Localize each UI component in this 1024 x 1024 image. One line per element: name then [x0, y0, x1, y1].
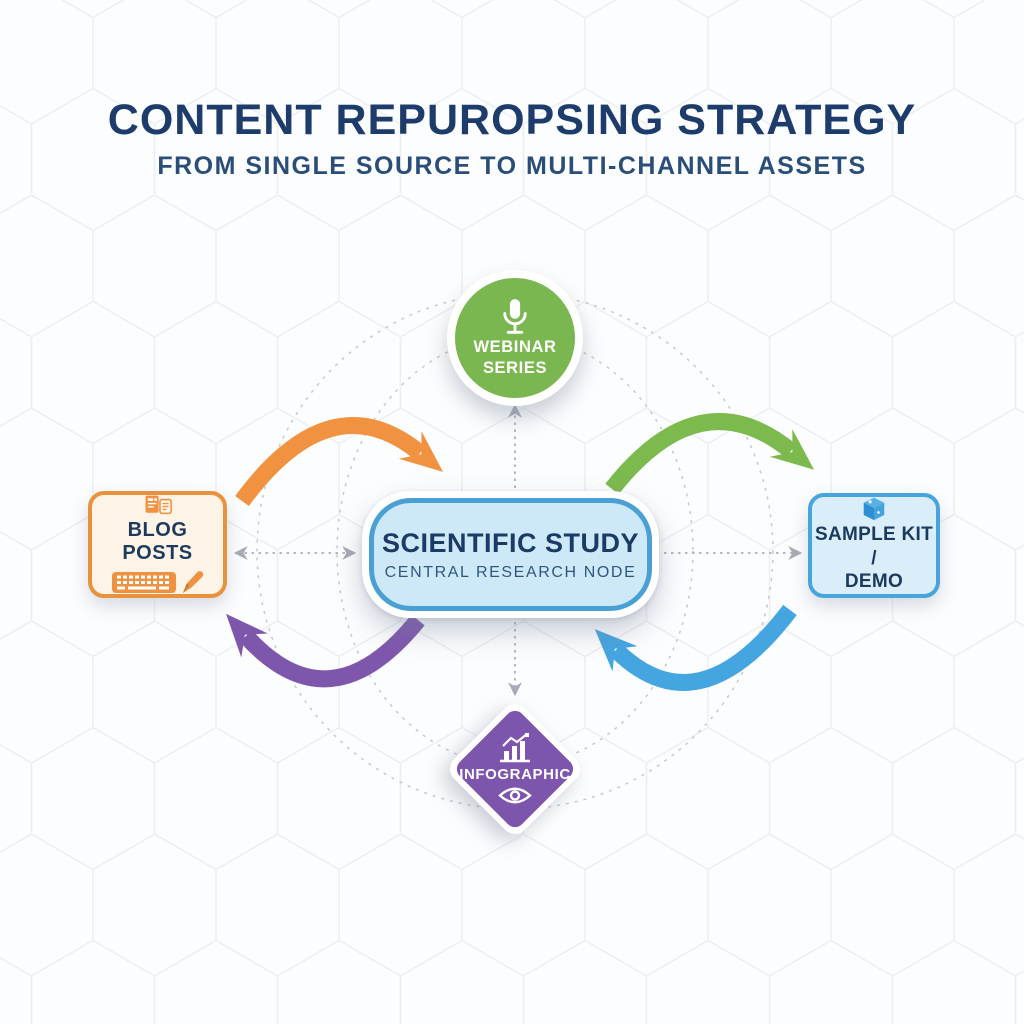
blog-posts-icon-row	[111, 568, 204, 594]
purple-arrow	[226, 613, 425, 688]
sample-kit-label-line1: SAMPLE KIT /	[814, 523, 934, 569]
sample-kit-node: SAMPLE KIT / DEMO	[808, 493, 940, 598]
orange-arrow	[235, 417, 444, 507]
infographic-node-content: INFOGRAPHIC	[447, 701, 583, 837]
sample-kit-label-line2: DEMO	[844, 571, 904, 593]
eye-icon	[498, 787, 532, 804]
blue-arrow	[594, 604, 797, 691]
green-arrow	[605, 413, 815, 495]
header: CONTENT REPUROPSING STRATEGY FROM SINGLE…	[0, 96, 1024, 181]
blog-posts-node: BLOG POSTS	[88, 491, 227, 598]
infographic-node: INFOGRAPHIC	[444, 698, 586, 840]
pencil-icon	[183, 571, 204, 593]
keyboard-icon	[112, 572, 176, 593]
cube-icon	[863, 497, 885, 521]
page-subtitle: FROM SINGLE SOURCE TO MULTI-CHANNEL ASSE…	[157, 152, 867, 180]
page-title: CONTENT REPUROPSING STRATEGY	[107, 96, 917, 144]
central-node-inner: SCIENTIFIC STUDY CENTRAL RESEARCH NODE	[369, 498, 652, 611]
webinar-label-line1: WEBINAR	[473, 338, 557, 357]
microphone-icon	[503, 299, 527, 334]
central-node: SCIENTIFIC STUDY CENTRAL RESEARCH NODE	[362, 491, 659, 618]
infographic-label: INFOGRAPHIC	[459, 766, 571, 783]
webinar-node: WEBINAR SERIES	[447, 270, 583, 406]
documents-icon	[145, 495, 172, 515]
bar-chart-icon	[500, 733, 530, 763]
central-node-subtitle: CENTRAL RESEARCH NODE	[384, 563, 637, 581]
blog-posts-label: BLOG POSTS	[122, 519, 193, 564]
central-node-title: SCIENTIFIC STUDY	[381, 527, 639, 558]
webinar-label-line2: SERIES	[482, 359, 548, 377]
